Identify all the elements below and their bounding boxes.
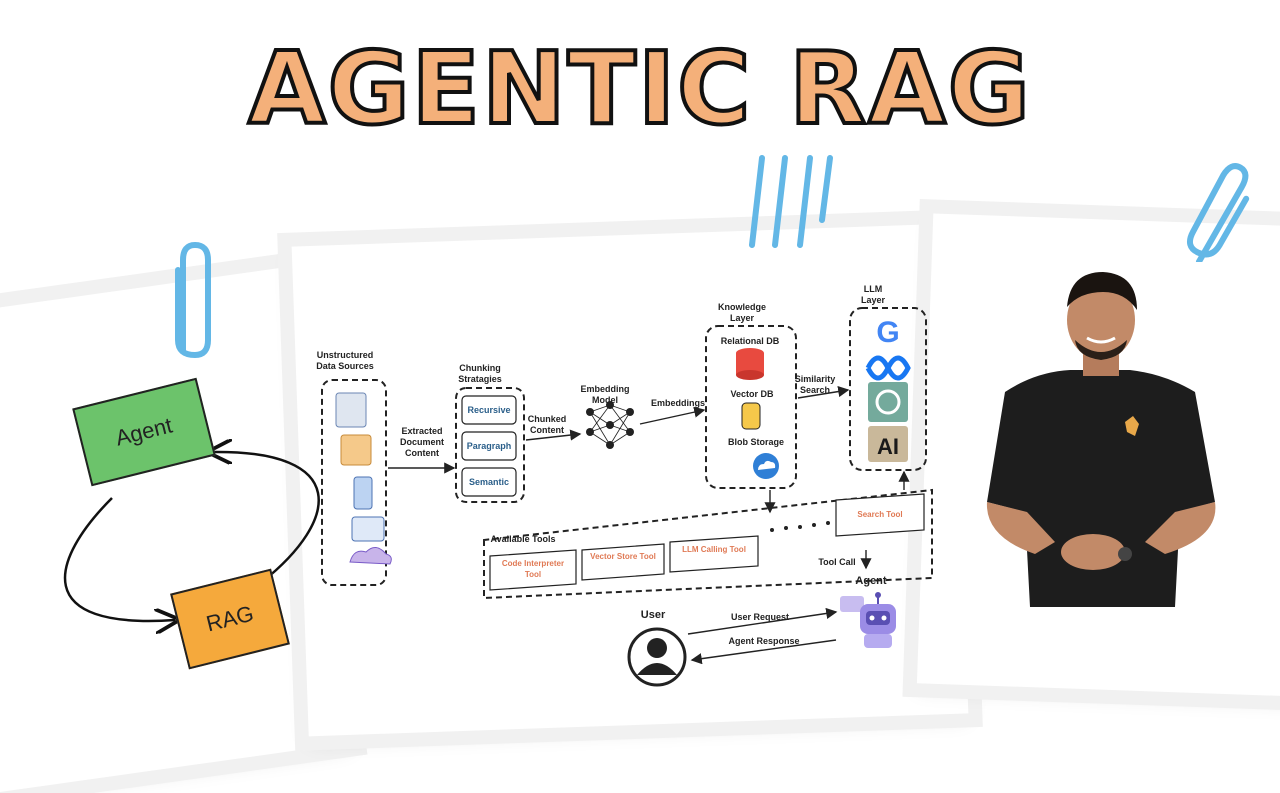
vector-db-label: Vector DB [730, 389, 774, 399]
tool-llm-calling: LLM Calling Tool [682, 545, 746, 554]
user-request-label: User Request [730, 612, 790, 622]
unstructured-label: Unstructured Data Sources [316, 350, 374, 371]
tools-box [483, 488, 933, 600]
anthropic-icon [868, 426, 908, 462]
source-icons [335, 392, 392, 565]
tool-vector-store: Vector Store Tool [590, 552, 656, 561]
openai-icon [868, 382, 908, 422]
similarity-label: Similarity Search [794, 374, 836, 395]
agent-response-label: Agent Response [728, 636, 800, 646]
data-sources-box [321, 379, 387, 586]
relational-db-label: Relational DB [720, 336, 780, 346]
chunk-paragraph: Paragraph [466, 441, 512, 451]
pipeline-diagram: G AI [321, 307, 933, 687]
tool-search: Search Tool [857, 510, 903, 519]
tool-code-interpreter: Code Interpreter Tool [501, 559, 565, 579]
paperclip-icon [1186, 163, 1250, 265]
llm-icons: G AI [865, 315, 911, 462]
vector-db-icon [741, 402, 761, 430]
loop-arrows [63, 0, 320, 720]
embedding-model-label: Embedding Model [580, 384, 630, 405]
chunked-label: Chunked Content [527, 414, 567, 435]
available-tools-label: Available Tools [490, 534, 556, 544]
blob-storage-label: Blob Storage [727, 437, 784, 447]
chunk-recursive: Recursive [467, 405, 511, 415]
knowledge-title: Knowledge Layer [717, 302, 766, 323]
agent-label: Agent [855, 575, 887, 587]
user-label: User [640, 609, 666, 621]
presenter-photo [975, 262, 1225, 607]
chunk-semantic: Semantic [468, 477, 510, 487]
svg-text:AI: AI [877, 434, 899, 459]
paperclip-icon [175, 241, 211, 359]
meta-icon [865, 355, 911, 381]
chunking-box [455, 387, 525, 503]
svg-text:G: G [876, 316, 899, 349]
tool-call-label: Tool Call [818, 557, 856, 567]
robot-icon [840, 592, 896, 648]
llm-title: LLM Layer [860, 284, 886, 305]
knowledge-box [705, 325, 797, 489]
chunking-title: Chunking Stratagies [458, 363, 502, 384]
page-title: AGENTIC RAG [246, 28, 1032, 149]
extracted-label: Extracted Document Content [399, 426, 444, 458]
llm-box [849, 307, 927, 471]
paperclip-icon [749, 155, 833, 248]
embeddings-label: Embeddings [650, 398, 705, 408]
